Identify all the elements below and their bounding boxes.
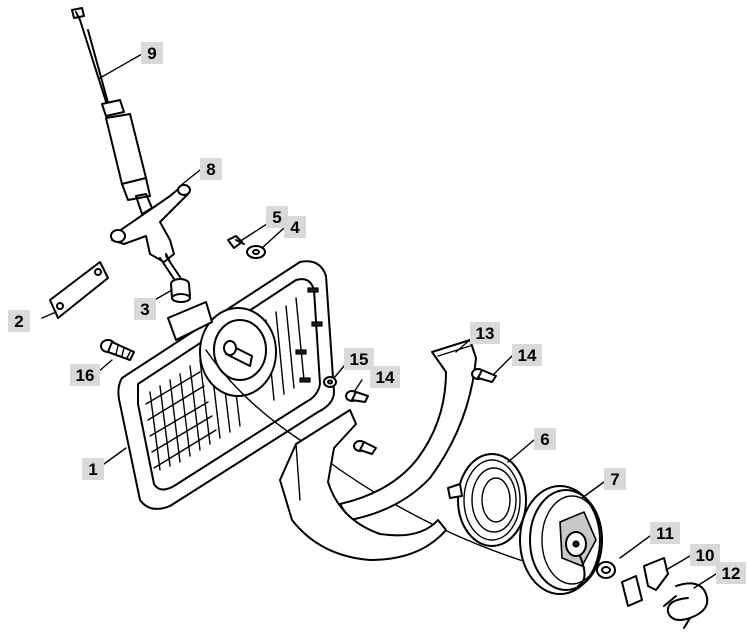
callout-2: 2: [8, 310, 30, 332]
part-5-screw: [227, 235, 245, 249]
part-15-washer: [323, 376, 337, 388]
part-14-screw-right: [471, 368, 497, 383]
part-16-screw: [100, 339, 135, 361]
svg-text:12: 12: [722, 564, 741, 583]
callout-15: 15: [344, 348, 374, 370]
callout-8: 8: [200, 158, 222, 180]
part-14-screw-lower: [353, 440, 377, 455]
svg-text:8: 8: [206, 160, 215, 179]
svg-text:14: 14: [376, 368, 395, 387]
callout-12: 12: [716, 562, 746, 584]
part-12-clip: [663, 582, 709, 629]
part-2-plate: [49, 261, 109, 319]
part-9-cable: [71, 7, 151, 201]
part-8-handle: [110, 184, 191, 263]
svg-text:10: 10: [696, 546, 715, 565]
lower-cover: [279, 409, 447, 561]
part-11-washer: [596, 561, 616, 579]
part-1-housing: [117, 260, 335, 510]
part-7-rotor: [519, 485, 603, 595]
svg-text:3: 3: [140, 300, 149, 319]
callout-13: 13: [470, 322, 500, 344]
callout-5: 5: [266, 206, 288, 228]
part-10-pawls: [621, 557, 669, 607]
leader-lines: [41, 53, 717, 589]
callout-1: 1: [82, 458, 104, 480]
part-3-bushing: [170, 278, 191, 303]
callout-6: 6: [534, 428, 556, 450]
svg-text:13: 13: [476, 324, 495, 343]
svg-text:14: 14: [518, 346, 537, 365]
callout-7: 7: [604, 468, 626, 490]
part-6-spring: [447, 453, 527, 547]
callout-14-left: 14: [370, 366, 400, 388]
svg-text:11: 11: [656, 524, 674, 543]
callout-16: 16: [70, 364, 100, 386]
callout-9-text: 9: [147, 44, 156, 63]
part-4-washer: [246, 245, 266, 259]
svg-text:1: 1: [88, 460, 97, 479]
svg-text:4: 4: [290, 218, 300, 237]
callout-3: 3: [134, 298, 156, 320]
part-14-screw-left: [345, 390, 369, 403]
callout-11: 11: [650, 522, 680, 544]
callout-9: 9: [141, 42, 163, 64]
callout-4: 4: [284, 216, 306, 238]
svg-text:5: 5: [272, 208, 281, 227]
svg-text:6: 6: [540, 430, 549, 449]
svg-text:7: 7: [610, 470, 619, 489]
callout-10: 10: [690, 544, 720, 566]
callout-14-right: 14: [512, 344, 542, 366]
shaft-line-2: [165, 255, 183, 281]
svg-text:16: 16: [76, 366, 95, 385]
svg-text:15: 15: [350, 350, 369, 369]
shaft-line: [159, 257, 177, 283]
svg-text:2: 2: [14, 312, 23, 331]
